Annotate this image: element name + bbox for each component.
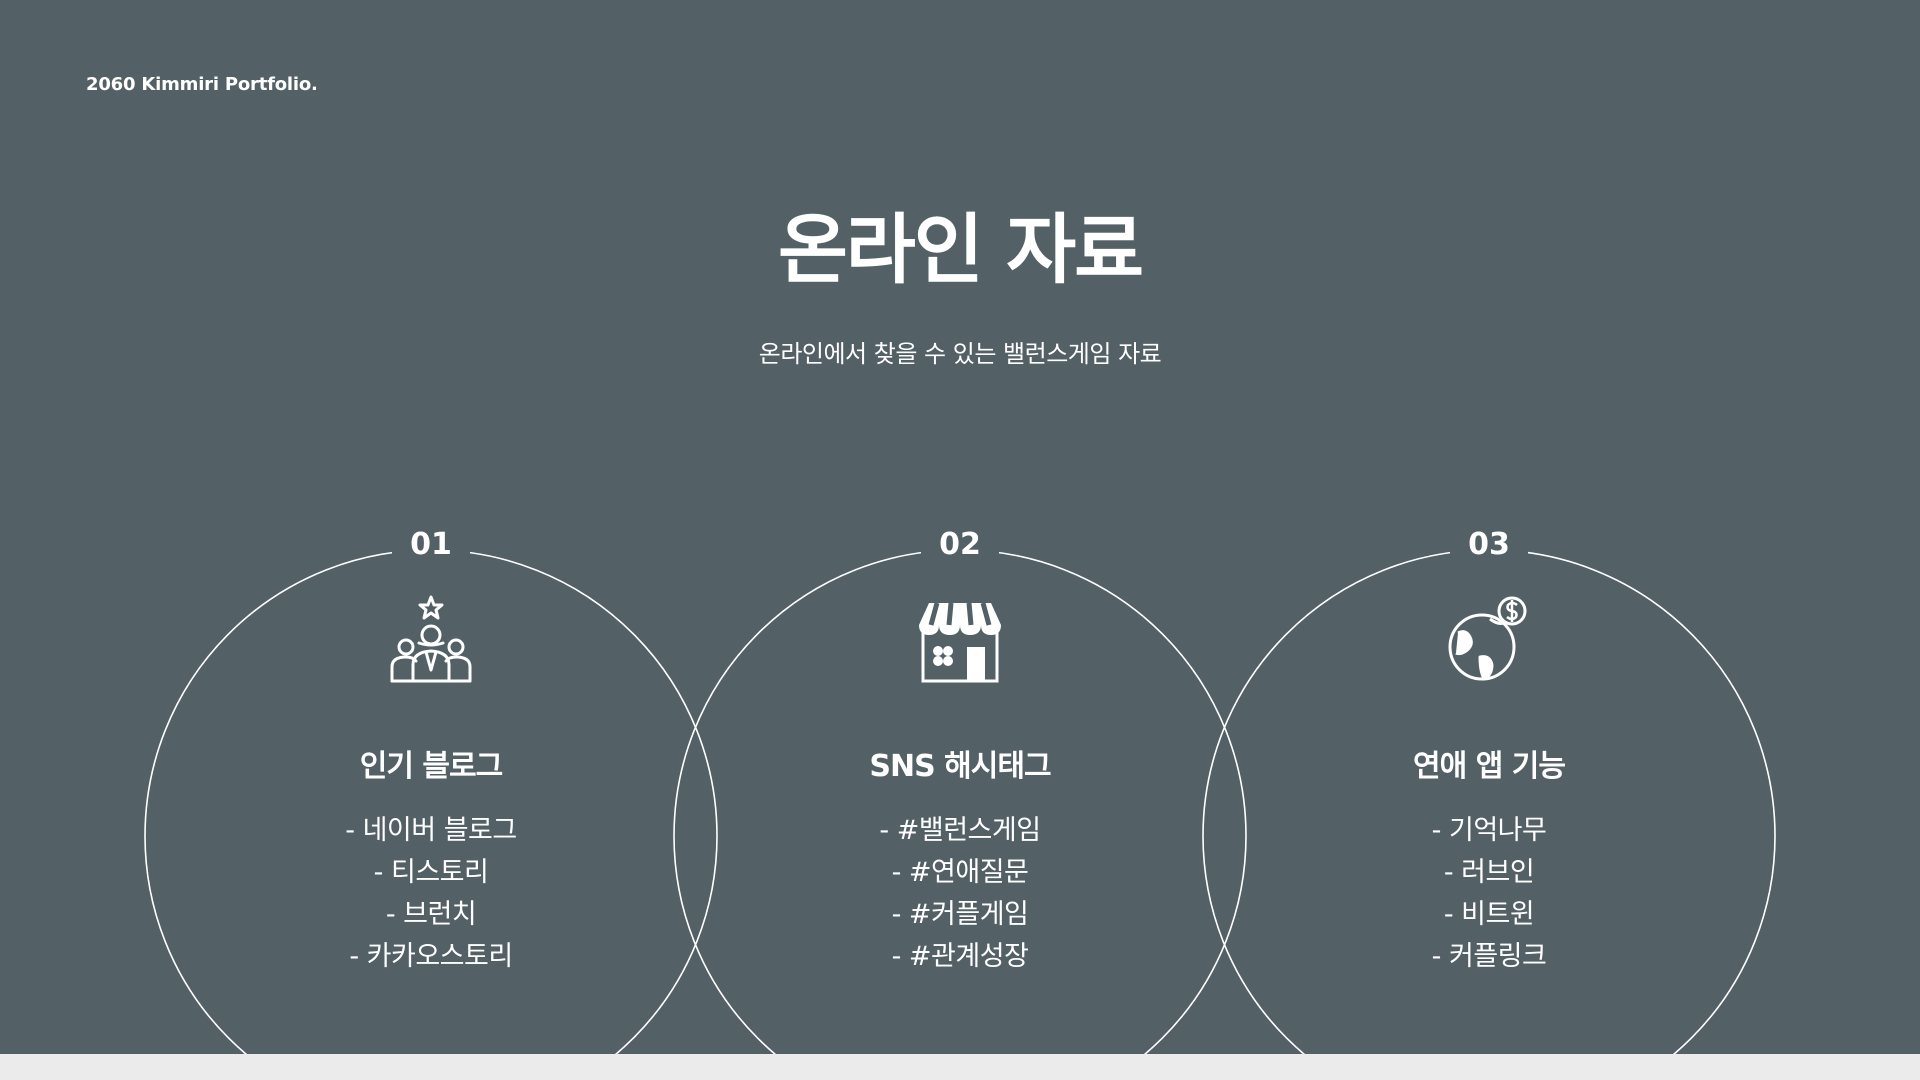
card-list: - #밸런스게임 - #연애질문 - #커플게임 - #관계성장	[700, 810, 1220, 978]
card-number: 03	[1468, 527, 1510, 562]
list-item: - 비트윈	[1443, 899, 1535, 930]
list-item: - #커플게임	[891, 899, 1029, 930]
globe-dollar-icon	[1444, 595, 1534, 685]
list-item: - 커플링크	[1431, 941, 1547, 972]
card-list: - 네이버 블로그 - 티스토리 - 브런치 - 카카오스토리	[171, 810, 691, 978]
people-star-icon	[386, 595, 476, 685]
brand-label: 2060 Kimmiri Portfolio.	[86, 74, 318, 95]
list-item: - 티스토리	[373, 857, 489, 888]
card-heading: SNS 해시태그	[869, 749, 1051, 784]
card-list: - 기억나무 - 러브인 - 비트윈 - 커플링크	[1229, 810, 1749, 978]
page-subtitle: 온라인에서 찾을 수 있는 밸런스게임 자료	[758, 340, 1162, 368]
storefront-icon	[915, 595, 1005, 685]
card-number: 02	[939, 527, 981, 562]
list-item: - 브런치	[385, 899, 477, 930]
slide: 2060 Kimmiri Portfolio. 온라인 자료 온라인에서 찾을 …	[0, 0, 1920, 1054]
card-heading: 연애 앱 기능	[1413, 749, 1566, 784]
list-item: - 카카오스토리	[349, 941, 513, 972]
list-item: - #연애질문	[891, 857, 1029, 888]
list-item: - 기억나무	[1431, 815, 1547, 846]
list-item: - 러브인	[1443, 857, 1535, 888]
list-item: - 네이버 블로그	[345, 815, 517, 846]
ring-outlines	[144, 549, 1776, 1054]
page-title: 온라인 자료	[777, 205, 1144, 294]
card-heading: 인기 블로그	[359, 749, 503, 784]
list-item: - #밸런스게임	[879, 815, 1041, 846]
card-number: 01	[410, 527, 452, 562]
list-item: - #관계성장	[891, 941, 1029, 972]
